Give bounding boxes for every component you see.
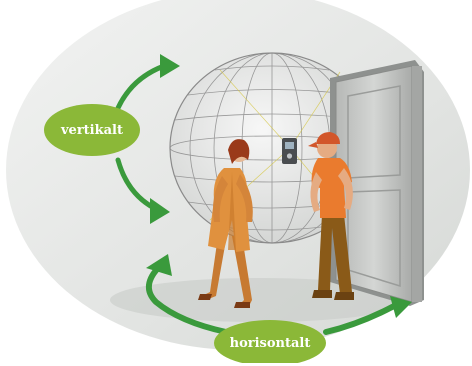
vertical-arrowhead-bottom-icon xyxy=(150,198,170,224)
door-icon xyxy=(330,60,424,306)
man-figure xyxy=(308,132,354,300)
horizontal-label-pill xyxy=(214,320,326,363)
floor-shadow xyxy=(110,278,410,322)
vertical-arrowhead-top-icon xyxy=(160,54,180,78)
horizontal-arrowhead-right-icon xyxy=(390,296,412,318)
vertical-label: vertikalt xyxy=(61,122,123,138)
woman-figure xyxy=(198,139,253,308)
intercom-icon xyxy=(282,138,297,164)
horizontal-arrowhead-left-icon xyxy=(146,254,172,276)
horizontal-rotation-arrow-icon xyxy=(146,263,397,335)
horizontal-label: horisontalt xyxy=(229,335,311,351)
vertical-label-pill xyxy=(44,104,140,156)
